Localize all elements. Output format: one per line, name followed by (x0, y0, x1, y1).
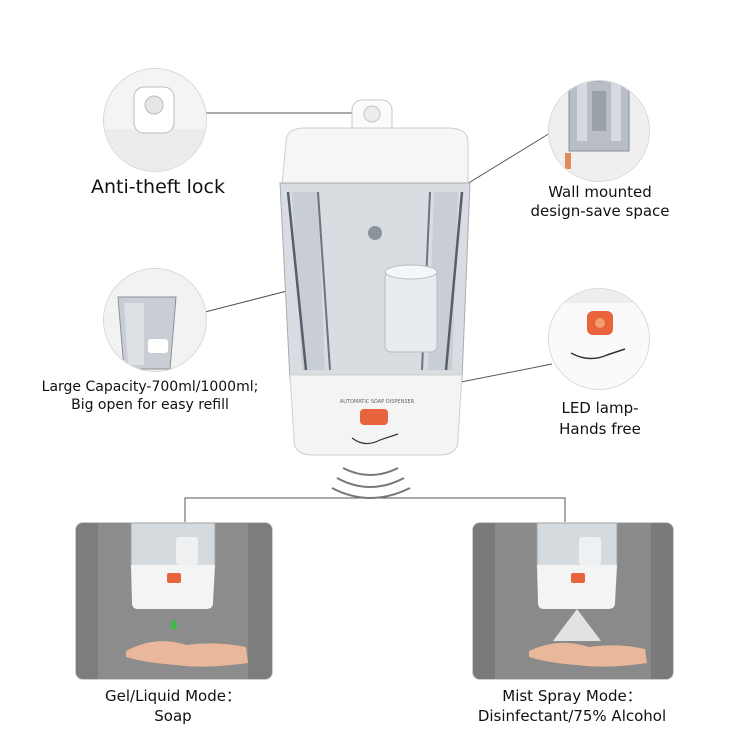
anti-theft-lock-label: Anti-theft lock (90, 176, 225, 198)
capacity-label: Large Capacity-700ml/1000ml; Big open fo… (0, 378, 300, 414)
gel-mode-label: Gel/Liquid Mode： Soap (70, 686, 276, 726)
mist-mode-line1: Mist Spray Mode： (502, 687, 642, 705)
capacity-line2: Big open for easy refill (71, 397, 229, 413)
dispenser-lid (281, 127, 469, 186)
sensor-window (360, 409, 388, 425)
tank-closeup-image (103, 268, 207, 372)
wall-mount-closeup-image (548, 80, 650, 182)
wall-mounted-line2: design-save space (530, 202, 670, 220)
pump-cup (384, 271, 438, 353)
gel-mode-line1: Gel/Liquid Mode： (105, 687, 241, 705)
mist-mode-line2: Disinfectant/75% Alcohol (477, 707, 667, 725)
led-line2: Hands free (559, 420, 641, 438)
lock-closeup-image (103, 68, 207, 172)
led-line1: LED lamp- (561, 399, 639, 417)
led-sensor-closeup-image (548, 288, 650, 390)
dispenser-front-text: AUTOMATIC SOAP DISPENSER (340, 399, 415, 405)
mist-mode-photo (472, 522, 674, 680)
sensor-waves-icon (331, 467, 411, 499)
wall-mounted-label: Wall mounted design-save space (505, 183, 695, 221)
mist-mode-label: Mist Spray Mode： Disinfectant/75% Alcoho… (450, 686, 694, 726)
wall-mounted-line1: Wall mounted (548, 183, 652, 201)
gel-mode-photo (75, 522, 273, 680)
led-lamp-label: LED lamp- Hands free (530, 398, 670, 440)
hand-icon (351, 433, 399, 445)
gel-mode-line2: Soap (154, 707, 192, 725)
capacity-line1: Large Capacity-700ml/1000ml; (41, 379, 259, 395)
